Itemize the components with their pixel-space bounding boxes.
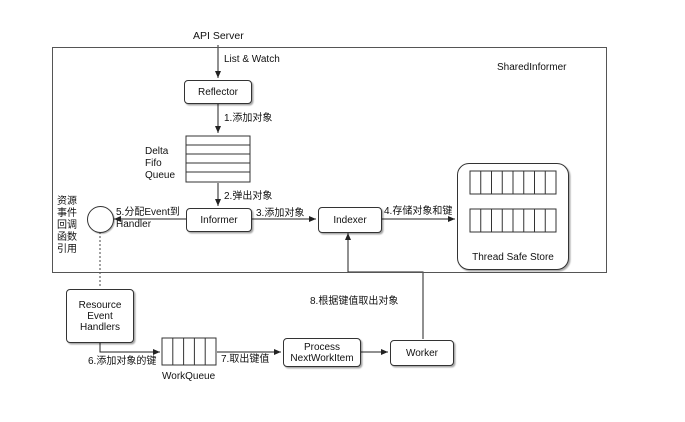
thread-safe-store-label: Thread Safe Store	[472, 252, 554, 263]
shared-informer-label: SharedInformer	[497, 62, 567, 73]
step5-label-line1: 5.分配Event到	[116, 207, 180, 218]
worker-node: Worker	[390, 340, 454, 366]
delta-fifo-label-3: Queue	[145, 170, 176, 181]
informer-label: Informer	[200, 214, 238, 226]
step1-label: 1.添加对象	[224, 113, 273, 124]
workqueue-label: WorkQueue	[162, 371, 216, 382]
reflector-node: Reflector	[184, 80, 252, 104]
indexer-node: Indexer	[318, 207, 382, 233]
handler-ref-circle	[87, 206, 114, 233]
process-next-work-item-node: Process NextWorkItem	[283, 338, 361, 367]
informer-node: Informer	[186, 208, 252, 232]
step2-label: 2.弹出对象	[224, 191, 273, 202]
list-watch-label: List & Watch	[224, 54, 280, 65]
indexer-label: Indexer	[333, 214, 367, 226]
reflector-label: Reflector	[197, 86, 238, 98]
resource-callback-ref-label: 资源 事件 回调 函数 引用	[57, 196, 77, 255]
delta-fifo-label-1: Delta	[145, 146, 169, 157]
resource-event-handlers-node: Resource Event Handlers	[66, 289, 134, 343]
step7-label: 7.取出键值	[221, 354, 270, 365]
step6-label: 6.添加对象的键	[88, 356, 157, 367]
arrow-handlers-to-workqueue	[99, 342, 160, 355]
delta-fifo-label-2: Fifo	[145, 158, 162, 169]
step4-label: 4.存储对象和键	[384, 206, 453, 217]
api-server-label: API Server	[193, 30, 244, 42]
shared-informer-frame	[52, 47, 607, 273]
step3-label: 3.添加对象	[256, 208, 305, 219]
worker-label: Worker	[405, 347, 439, 359]
step8-label: 8.根据键值取出对象	[310, 296, 399, 307]
step5-label-line2: Handler	[116, 219, 152, 230]
